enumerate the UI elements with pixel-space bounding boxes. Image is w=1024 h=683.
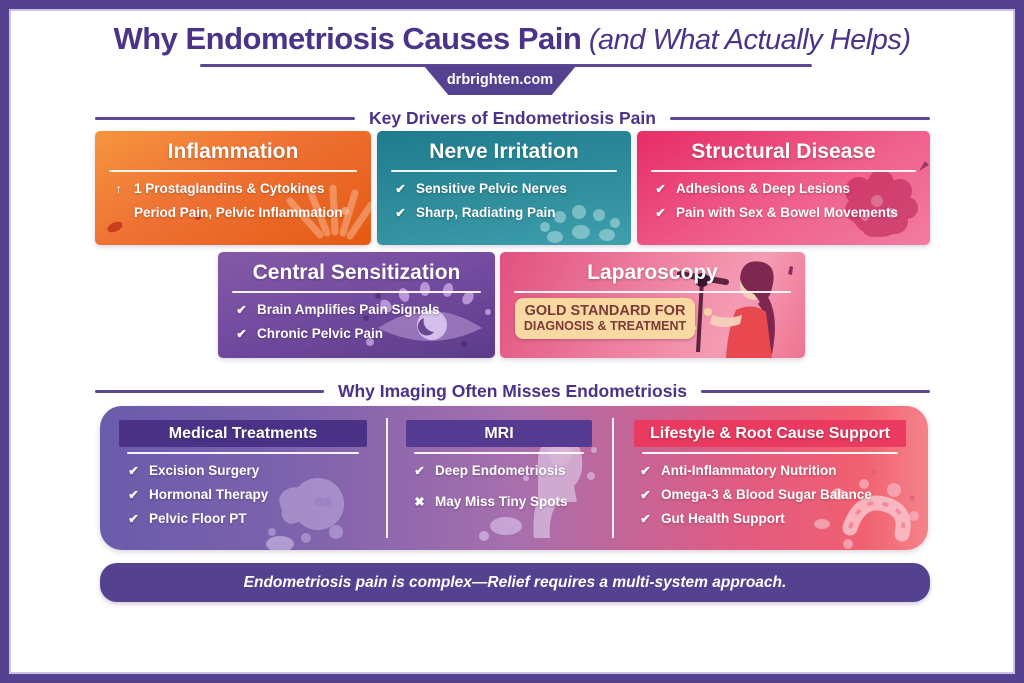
- column-bullet-item: ✔ Pelvic Floor PT: [126, 511, 376, 526]
- check-icon: ✔: [640, 464, 651, 478]
- card-title: Laparoscopy: [587, 261, 718, 284]
- card-central-sensitization: Central Sensitization ✔ Brain Amplifies …: [218, 252, 495, 358]
- column-item-text: May Miss Tiny Spots: [435, 494, 568, 509]
- divider-line: [701, 390, 930, 393]
- card-bullet-item: ✔ Sensitive Pelvic Nerves: [393, 181, 621, 196]
- card-title: Central Sensitization: [252, 261, 461, 284]
- divider-line: [95, 390, 324, 393]
- ribbon-rule: [414, 452, 584, 454]
- section-header-imaging: Why Imaging Often Misses Endometriosis: [95, 381, 930, 402]
- card-item-text: Chronic Pelvic Pain: [257, 326, 384, 341]
- column-lifestyle-support: Lifestyle & Root Cause Support ✔ Anti-In…: [612, 406, 928, 550]
- section-header-key-drivers: Key Drivers of Endometriosis Pain: [95, 108, 930, 129]
- card-title-rule: [232, 291, 481, 293]
- divider-line: [95, 117, 356, 120]
- column-item-text: Pelvic Floor PT: [149, 511, 247, 526]
- column-item-text: Gut Health Support: [661, 511, 785, 526]
- card-item-text: Pain with Sex & Bowel Movements: [676, 205, 899, 220]
- section-title: Why Imaging Often Misses Endometriosis: [337, 381, 688, 401]
- column-bullet-item: ✔ Gut Health Support: [638, 511, 918, 526]
- card-title: Nerve Irritation: [429, 140, 579, 163]
- card-item-text: 1 Prostaglandins & Cytokines: [134, 181, 325, 196]
- check-icon: ✔: [640, 512, 651, 526]
- card-laparoscopy: Laparoscopy GOLD STANDARD FOR DIAGNOSIS …: [500, 252, 805, 358]
- gold-badge-line1: GOLD STANDARD FOR: [524, 303, 686, 319]
- summary-banner: Endometriosis pain is complex—Relief req…: [100, 563, 930, 602]
- column-bullet-item: ✔ Hormonal Therapy: [126, 487, 376, 502]
- card-item-text: Sharp, Radiating Pain: [416, 205, 556, 220]
- column-item-text: Omega-3 & Blood Sugar Balance: [661, 487, 872, 502]
- card-item-text: Period Pain, Pelvic Inflammation: [134, 205, 343, 220]
- column-mri: MRI ✔ Deep Endometriosis ✖ May Miss Tiny…: [386, 406, 612, 550]
- divider-line: [669, 117, 930, 120]
- gold-badge-line2: DIAGNOSIS & TREATMENT: [523, 319, 687, 334]
- gold-standard-badge: GOLD STANDARD FOR DIAGNOSIS & TREATMENT: [515, 298, 697, 340]
- column-title-ribbon: MRI: [406, 420, 592, 447]
- check-icon: ✔: [128, 488, 139, 502]
- summary-banner-text: Endometriosis pain is complex—Relief req…: [243, 573, 787, 591]
- card-bullet-item: ↑ 1 Prostaglandins & Cytokines: [111, 181, 361, 196]
- card-item-text: Brain Amplifies Pain Signals: [257, 302, 440, 317]
- check-icon: ✔: [236, 303, 247, 317]
- column-divider: [386, 418, 388, 538]
- column-bullet-item: ✔ Omega-3 & Blood Sugar Balance: [638, 487, 918, 502]
- column-item-text: Excision Surgery: [149, 463, 260, 478]
- card-bullet-item: Period Pain, Pelvic Inflammation: [111, 205, 361, 220]
- column-bullet-item: ✔ Deep Endometriosis: [412, 463, 602, 478]
- check-icon: ✔: [655, 182, 666, 196]
- section-title: Key Drivers of Endometriosis Pain: [369, 108, 656, 128]
- site-badge: drbrighten.com: [424, 66, 576, 95]
- card-bullet-item: ✔ Brain Amplifies Pain Signals: [234, 302, 485, 317]
- page-title: Why Endometriosis Causes Pain (and What …: [0, 21, 1024, 57]
- ribbon-rule: [642, 452, 898, 454]
- up-arrow-icon: ↑: [115, 182, 122, 196]
- card-item-text: Sensitive Pelvic Nerves: [416, 181, 567, 196]
- column-item-text: Deep Endometriosis: [435, 463, 566, 478]
- check-icon: ✔: [128, 512, 139, 526]
- card-title-rule: [391, 170, 617, 172]
- card-bullet-item: ✔ Sharp, Radiating Pain: [393, 205, 621, 220]
- page-title-sub: (and What Actually Helps): [581, 24, 911, 56]
- column-medical-treatments: Medical Treatments ✔ Excision Surgery ✔ …: [100, 406, 386, 550]
- card-title: Structural Disease: [691, 140, 876, 163]
- card-title-rule: [109, 170, 357, 172]
- check-icon: ✔: [640, 488, 651, 502]
- column-divider: [612, 418, 614, 538]
- column-title-ribbon: Lifestyle & Root Cause Support: [634, 420, 906, 447]
- check-icon: ✔: [414, 464, 425, 478]
- card-structural-disease: Structural Disease ✔ Adhesions & Deep Le…: [637, 131, 930, 245]
- card-title: Inflammation: [167, 140, 299, 163]
- check-icon: ✔: [128, 464, 139, 478]
- column-item-text: Hormonal Therapy: [149, 487, 269, 502]
- check-icon: ✔: [395, 206, 406, 220]
- card-title-rule: [514, 291, 791, 293]
- card-bullet-item: ✔ Chronic Pelvic Pain: [234, 326, 485, 341]
- card-item-text: Adhesions & Deep Lesions: [676, 181, 851, 196]
- column-bullet-item: ✔ Anti-Inflammatory Nutrition: [638, 463, 918, 478]
- card-title-rule: [651, 170, 916, 172]
- card-nerve-irritation: Nerve Irritation ✔ Sensitive Pelvic Nerv…: [377, 131, 631, 245]
- check-icon: ✔: [395, 182, 406, 196]
- card-bullet-item: ✔ Adhesions & Deep Lesions: [653, 181, 920, 196]
- column-title-ribbon: Medical Treatments: [119, 420, 367, 447]
- ribbon-rule: [127, 452, 359, 454]
- column-item-text: Anti-Inflammatory Nutrition: [661, 463, 837, 478]
- cross-icon: ✖: [414, 495, 425, 509]
- check-icon: ✔: [655, 206, 666, 220]
- card-bullet-item: ✔ Pain with Sex & Bowel Movements: [653, 205, 920, 220]
- treatment-panel: Medical Treatments ✔ Excision Surgery ✔ …: [100, 406, 928, 550]
- column-bullet-item: ✔ Excision Surgery: [126, 463, 376, 478]
- column-bullet-item: ✖ May Miss Tiny Spots: [412, 494, 602, 509]
- title-underline: [200, 64, 812, 67]
- page-title-main: Why Endometriosis Causes Pain: [113, 21, 582, 56]
- check-icon: ✔: [236, 327, 247, 341]
- card-inflammation: Inflammation ↑ 1 Prostaglandins & Cytoki…: [95, 131, 371, 245]
